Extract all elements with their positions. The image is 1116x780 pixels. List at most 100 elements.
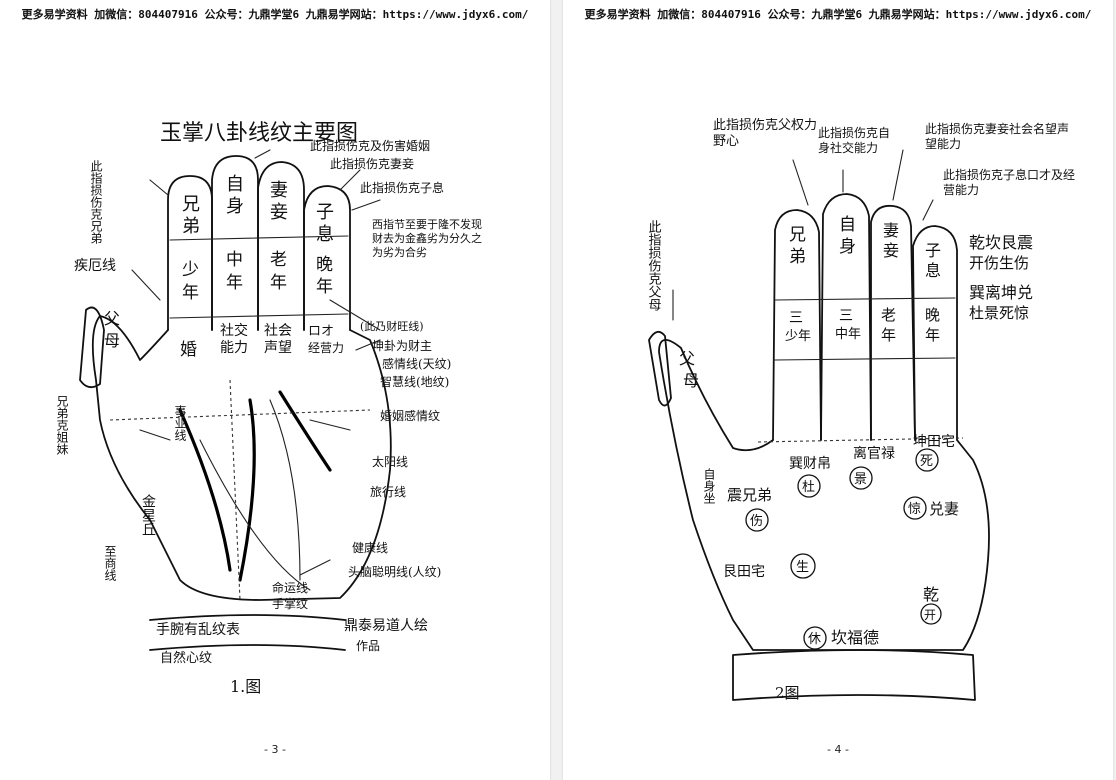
annot-top-2: 此指损伤克自身社交能力 xyxy=(818,126,891,155)
annot-bottom-2: 自然心纹 xyxy=(160,650,212,666)
label-little-3: 三 xyxy=(789,310,803,326)
palm-label-12: 艮田宅 xyxy=(723,564,765,580)
svg-text:事业线: 事业线 xyxy=(173,405,187,441)
annot-top-2-wrap: 此指损伤克自身社交能力 xyxy=(818,126,891,155)
svg-text:金星丘: 金星丘 xyxy=(140,494,156,536)
heart-line xyxy=(278,390,332,472)
page-number: - 4 - xyxy=(827,743,849,756)
palm-circle-4 xyxy=(903,496,927,520)
annot-top-right-2: 此指损伤克妻妾 xyxy=(330,156,414,171)
annot-top-4: 此指损伤克子息口才及经营能力 xyxy=(943,168,1076,197)
label-ring-4: 中年 xyxy=(835,327,861,342)
label-little-2: 弟 xyxy=(182,216,200,237)
annot-right-3: 感情线(天纹) xyxy=(382,356,451,371)
finger-little xyxy=(167,175,213,331)
label-little-4: 年 xyxy=(182,283,199,303)
label-index-3: 晚 xyxy=(316,255,333,275)
palm-label-4: 景 xyxy=(854,472,867,487)
palm-circle-5 xyxy=(745,508,769,532)
label-little-1: 兄 xyxy=(182,194,200,215)
label-ring-4: 年 xyxy=(226,273,243,293)
right-page: 更多易学资料 加微信：804407916 公众号：九鼎学堂6 九鼎易学网站：ht… xyxy=(563,0,1113,780)
annot-right-5: 婚姻感情纹 xyxy=(380,408,440,423)
palm-circle-2 xyxy=(849,466,873,490)
palm-label-11: 伤 xyxy=(750,514,763,529)
annot-right-1: (此乃财旺线) xyxy=(360,319,424,333)
palm-label-15: 开 xyxy=(924,608,936,622)
label-ring-3: 三 xyxy=(839,308,853,324)
label-thumb-2: 母 xyxy=(104,331,120,350)
label-little-5: 婚 xyxy=(180,340,197,360)
wrist-outline xyxy=(149,614,346,651)
palm-label-9: 自身坐 xyxy=(702,468,716,504)
label-little-4: 少年 xyxy=(785,329,811,344)
annot-right-4: 智慧线(地纹) xyxy=(380,374,449,389)
label-ring-1: 自 xyxy=(839,215,856,235)
palm-label-5: 坤田宅 xyxy=(913,434,955,450)
palm-label-10: 震兄弟 xyxy=(727,486,772,504)
svg-text:自身坐: 自身坐 xyxy=(702,468,716,504)
trigram-row-4: 杜景死惊 xyxy=(969,304,1029,322)
label-thumb-2: 母 xyxy=(683,371,699,390)
palm-label-7: 兑妻 xyxy=(929,500,959,518)
minor-lines xyxy=(199,299,381,591)
finger-index xyxy=(303,185,351,331)
diagram-caption: 2图 xyxy=(775,684,800,702)
label-ring-3: 中 xyxy=(226,250,243,270)
svg-text:兄弟克姐妹: 兄弟克姐妹 xyxy=(55,395,69,455)
annot-top-3: 此指损伤克妻妾社会名望声望能力 xyxy=(925,122,1070,151)
finger-ring xyxy=(211,155,259,331)
diagram-title: 玉掌八卦线纹主要图 xyxy=(160,121,358,146)
diagram-caption: 1.图 xyxy=(230,677,261,696)
palm-circle-1 xyxy=(797,474,821,498)
annot-bottom-3: 鼎泰易道人绘 xyxy=(344,618,428,634)
annotation-arrows xyxy=(131,149,381,576)
mount-divider xyxy=(109,379,371,601)
label-middle-3: 老 xyxy=(270,250,287,270)
palm-label-13: 生 xyxy=(796,560,809,575)
annot-bottom-4: 作品 xyxy=(356,639,380,653)
annot-right-block-wrap: 西指节至要于隆不发现财去为金鑫劣为分久之为劣为合劣 xyxy=(372,218,482,259)
annot-right-7: 旅行线 xyxy=(370,485,406,499)
palm-label-2: 杜 xyxy=(802,480,815,495)
joint-lines xyxy=(169,235,349,319)
left-page: 更多易学资料 加微信：804407916 公众号：九鼎学堂6 九鼎易学网站：ht… xyxy=(0,0,550,780)
head-line xyxy=(178,408,232,572)
label-index-5: ロオ xyxy=(308,324,334,339)
label-little-3: 少 xyxy=(182,260,199,280)
label-ring-5: 社交 xyxy=(220,322,248,339)
svg-text:此指损伤克父母: 此指损伤克父母 xyxy=(646,220,662,311)
annot-center-3: 手掌纹 xyxy=(272,597,308,611)
page-number: - 3 - xyxy=(264,743,286,756)
palm-label-14: 乾 xyxy=(923,585,939,604)
annot-top-3-wrap: 此指损伤克妻妾社会名望声望能力 xyxy=(925,122,1070,151)
label-middle-1: 妻 xyxy=(883,221,899,240)
label-middle-2: 妾 xyxy=(270,202,288,223)
label-middle-6: 声望 xyxy=(264,340,292,356)
palm-circle-3 xyxy=(915,448,939,472)
trigram-row-1: 乾坎艮震 xyxy=(969,233,1033,252)
annot-left-misc: 疾厄线 xyxy=(74,258,116,274)
palm-label-17: 休 xyxy=(808,632,821,647)
page-header: 更多易学资料 加微信：804407916 公众号：九鼎学堂6 九鼎易学网站：ht… xyxy=(584,8,1092,21)
finger-index xyxy=(912,225,958,441)
annot-top-right-1: 此指损伤克及伤害婚姻 xyxy=(310,138,430,153)
palm-label-3: 离官禄 xyxy=(853,445,895,462)
annot-center-2: 命运线 xyxy=(272,580,308,595)
palm-divider xyxy=(757,437,964,443)
finger-middle xyxy=(257,161,305,331)
annot-center-1: 事业线 xyxy=(173,405,187,441)
label-index-1: 子 xyxy=(316,202,334,223)
thumb-outline xyxy=(79,306,105,389)
palm-diagram-2: 兄 弟 三 少年 自 身 三 中年 妻 妾 老 年 子 息 晚 年 父 母 此指… xyxy=(646,118,1076,702)
fate-line xyxy=(238,398,256,582)
label-ring-2: 身 xyxy=(839,237,856,257)
annot-top-1-wrap: 此指损伤克父权力野心 xyxy=(713,118,817,149)
label-index-2: 息 xyxy=(316,224,334,245)
palm-label-1: 巽财帛 xyxy=(789,455,831,472)
annot-right-9: 头脑聪明线(人纹) xyxy=(348,565,441,579)
annotation-arrows xyxy=(672,149,934,321)
label-middle-4: 年 xyxy=(881,326,896,344)
label-index-6: 经营力 xyxy=(308,341,344,355)
label-middle-1: 妻 xyxy=(270,180,288,201)
